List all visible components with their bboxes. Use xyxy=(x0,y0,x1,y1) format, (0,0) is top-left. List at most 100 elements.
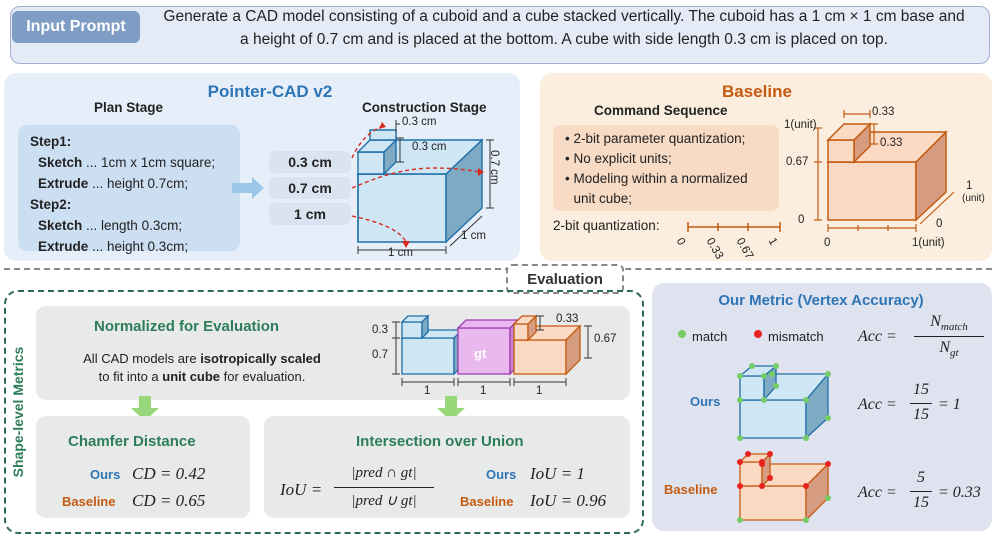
baseline-title: Baseline xyxy=(722,82,792,101)
match-dot-icon xyxy=(678,330,686,338)
base-y-unit: 1(unit) xyxy=(784,119,817,131)
bullet-quantization: 2-bit parameter quantization; xyxy=(573,131,746,146)
step2-label: Step2: xyxy=(30,197,72,212)
metric-baseline-result: = 0.33 xyxy=(938,484,981,501)
normalized-title: Normalized for Evaluation xyxy=(94,318,280,335)
construction-stage-model xyxy=(351,120,494,254)
quantization-axis xyxy=(687,222,781,232)
step1-extrude-kw: Extrude xyxy=(38,176,89,191)
norm-dim-1-a: 1 xyxy=(424,385,431,397)
step1-extrude: ... height 0.7cm; xyxy=(88,176,189,191)
metric-ours-num: 15 xyxy=(913,381,929,398)
iou-baseline-value: IoU = 0.96 xyxy=(530,491,607,510)
command-sequence-box: • 2-bit parameter quantization; • No exp… xyxy=(553,125,779,211)
iou-ours-label: Ours xyxy=(486,467,517,482)
legend-match: match xyxy=(692,329,728,344)
iou-baseline-label: Baseline xyxy=(460,494,514,509)
step2-extrude: ... height 0.3cm; xyxy=(88,239,189,254)
plan-stage-title: Plan Stage xyxy=(94,100,164,115)
metric-baseline-bar xyxy=(910,491,932,492)
gt-label: gt xyxy=(474,346,487,361)
iou-denominator: |pred ∪ gt| xyxy=(351,493,417,509)
metric-baseline-lhs: Acc = xyxy=(858,484,897,501)
iou-ours-value: IoU = 1 xyxy=(530,464,585,483)
dim-height: 0.7 cm xyxy=(488,150,500,185)
chamfer-box xyxy=(36,416,250,518)
dim-width: 1 cm xyxy=(388,247,413,259)
metric-title: Our Metric (Vertex Accuracy) xyxy=(718,292,924,309)
bullet-normalized: Modeling within a normalized unit cube; xyxy=(573,171,748,206)
baseline-vertex-model xyxy=(737,451,831,523)
dim-top-width: 0.3 cm xyxy=(402,116,437,128)
step1-label: Step1: xyxy=(30,134,72,149)
base-x-0: 0 xyxy=(824,237,831,249)
metric-baseline-label: Baseline xyxy=(664,482,718,497)
arrow-to-iou xyxy=(437,396,465,421)
metric-ours-label: Ours xyxy=(690,394,721,409)
step2-sketch-kw: Sketch xyxy=(38,218,83,233)
norm-dim-07: 0.7 xyxy=(372,349,388,361)
mismatch-dot-icon xyxy=(754,330,762,338)
base-y-067: 0.67 xyxy=(786,156,809,168)
ours-vertex-model xyxy=(737,363,831,441)
plan-steps-box: Step1: Sketch ... 1cm x 1cm square; Extr… xyxy=(18,125,240,254)
acc-formula-den: Ngt xyxy=(939,339,959,360)
chamfer-baseline-value: CD = 0.65 xyxy=(132,491,206,510)
metric-baseline-den: 15 xyxy=(913,494,929,511)
normalized-text: All CAD models are isotropically scaled … xyxy=(83,351,321,384)
chamfer-baseline-label: Baseline xyxy=(62,494,116,509)
normalized-models xyxy=(392,314,592,386)
plan-to-construction-arrow xyxy=(232,177,264,199)
pointer-cad-title: Pointer-CAD v2 xyxy=(207,82,333,101)
norm-dim-03: 0.3 xyxy=(372,324,388,336)
iou-box xyxy=(264,416,630,518)
evaluation-label: Evaluation xyxy=(506,264,624,294)
base-z-unit: (unit) xyxy=(962,193,985,204)
legend-mismatch: mismatch xyxy=(768,329,824,344)
norm-dim-1-b: 1 xyxy=(480,385,487,397)
construction-stage-title: Construction Stage xyxy=(362,100,487,115)
base-dim-top: 0.33 xyxy=(872,106,895,118)
metric-ours-den: 15 xyxy=(913,406,929,423)
chip-1cm: 1 cm xyxy=(269,203,351,225)
norm-dim-033: 0.33 xyxy=(556,313,579,325)
norm-dim-1-c: 1 xyxy=(536,385,543,397)
baseline-model xyxy=(814,110,955,232)
input-prompt-text: Generate a CAD model consisting of a cub… xyxy=(163,8,965,48)
arrow-to-chamfer xyxy=(131,396,159,421)
step1-sketch-kw: Sketch xyxy=(38,155,83,170)
metric-ours-result: = 1 xyxy=(938,396,961,413)
shape-level-label: Shape-level Metrics xyxy=(10,346,26,478)
norm-dim-067: 0.67 xyxy=(594,333,617,345)
step2-sketch: ... length 0.3cm; xyxy=(82,218,183,233)
step2-extrude-kw: Extrude xyxy=(38,239,89,254)
acc-formula-bar xyxy=(914,336,984,337)
base-dim-top-h: 0.33 xyxy=(880,137,903,149)
chip-07cm: 0.7 cm xyxy=(269,177,351,199)
base-z-1: 1 xyxy=(966,180,973,192)
command-sequence-title: Command Sequence xyxy=(594,103,728,118)
shape-level-panel xyxy=(4,290,644,534)
metric-ours-bar xyxy=(910,403,932,404)
metric-baseline-num: 5 xyxy=(917,469,925,486)
chamfer-ours-label: Ours xyxy=(90,467,121,482)
chamfer-title: Chamfer Distance xyxy=(68,433,196,450)
input-prompt-bar xyxy=(10,6,990,64)
acc-formula-num: Nmatch xyxy=(930,313,968,334)
input-prompt-label: Input Prompt xyxy=(12,11,140,43)
dim-top-height: 0.3 cm xyxy=(412,141,447,153)
iou-lhs: IoU = xyxy=(280,480,323,499)
base-z-0: 0 xyxy=(936,218,943,230)
base-y-0: 0 xyxy=(798,214,805,226)
iou-numerator: |pred ∩ gt| xyxy=(351,465,417,481)
dim-depth: 1 cm xyxy=(461,230,486,242)
evaluation-divider xyxy=(4,268,992,270)
iou-fraction-bar xyxy=(334,487,434,488)
bullet-no-units: No explicit units; xyxy=(573,151,672,166)
chamfer-ours-value: CD = 0.42 xyxy=(132,464,206,483)
metric-ours-lhs: Acc = xyxy=(858,396,897,413)
chip-03cm: 0.3 cm xyxy=(269,151,351,173)
base-x-unit: 1(unit) xyxy=(912,237,945,249)
step1-sketch: ... 1cm x 1cm square; xyxy=(82,155,216,170)
acc-formula-lhs: Acc = xyxy=(858,328,897,345)
